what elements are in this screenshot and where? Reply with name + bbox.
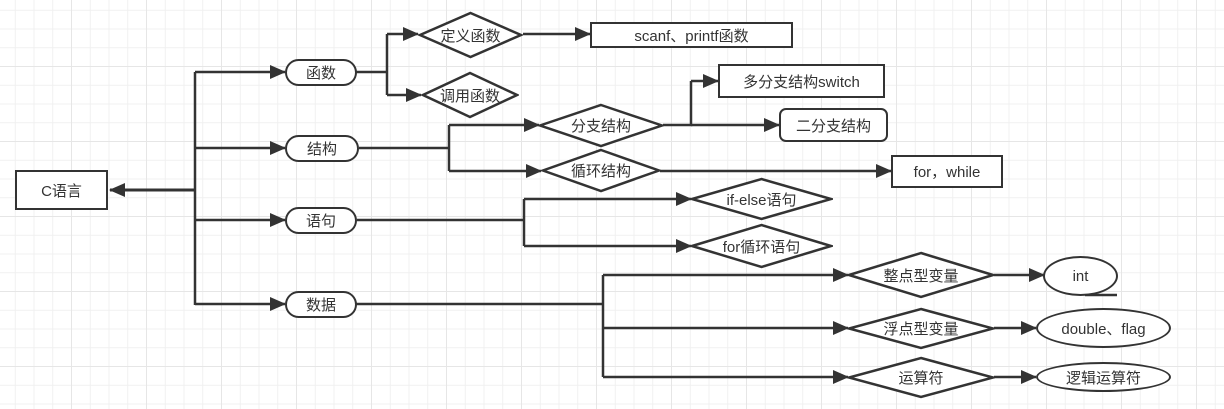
decision-node-integer-variable[interactable]: 整点型变量 (847, 251, 995, 299)
decision-node-float-variable[interactable]: 浮点型变量 (847, 307, 995, 350)
edge-shuju-split (356, 275, 605, 377)
diamond-label: 调用函数 (439, 87, 500, 105)
edge-yuju-split (357, 199, 526, 246)
leaf-label: 二分支结构 (795, 117, 871, 135)
diamond-shape (538, 103, 664, 148)
decision-node-call-function[interactable]: 调用函数 (421, 71, 519, 119)
root-label: C语言 (41, 182, 82, 200)
leaf-node-switch[interactable]: 多分支结构switch (718, 64, 885, 98)
leaf-node-for-while[interactable]: for，while (891, 155, 1003, 188)
decision-node-for-loop[interactable]: for循环语句 (690, 223, 833, 269)
leaf-node-scanf-printf[interactable]: scanf、printf函数 (590, 22, 793, 48)
leaf-node-two-branch[interactable]: 二分支结构 (779, 108, 888, 142)
leaf-label: for，while (913, 164, 981, 181)
leaf-label: int (1072, 267, 1089, 285)
edge-hanshu-split (356, 34, 389, 95)
decision-node-if-else[interactable]: if-else语句 (690, 177, 833, 221)
edge-fenzhi-split (663, 81, 693, 127)
leaf-node-double-flag[interactable]: double、flag (1036, 308, 1171, 348)
leaf-label: scanf、printf函数 (634, 27, 749, 45)
leaf-label: 多分支结构switch (743, 73, 860, 91)
diamond-label: 浮点型变量 (883, 321, 959, 338)
diamond-label: 运算符 (898, 370, 944, 387)
branch-label: 数据 (305, 297, 336, 314)
diamond-label: for循环语句 (722, 238, 801, 256)
leaf-node-logical-operators[interactable]: 逻辑运算符 (1036, 362, 1171, 392)
decision-node-operators[interactable]: 运算符 (847, 356, 995, 399)
diamond-shape (847, 251, 995, 299)
root-node-c-language[interactable]: C语言 (15, 170, 108, 210)
branch-node-statements[interactable]: 语句 (285, 207, 357, 234)
diamond-shape (421, 71, 519, 119)
branch-node-structures[interactable]: 结构 (285, 135, 359, 162)
branch-label: 结构 (306, 141, 337, 158)
branch-node-data[interactable]: 数据 (285, 291, 357, 318)
diamond-shape (541, 148, 661, 193)
decision-node-define-function[interactable]: 定义函数 (418, 11, 523, 59)
diamond-shape (690, 223, 833, 269)
diamond-label: 分支结构 (570, 118, 631, 135)
leaf-label: 逻辑运算符 (1065, 369, 1141, 387)
diamond-label: 整点型变量 (883, 267, 959, 285)
diamond-shape (847, 356, 995, 399)
decision-node-branch-structure[interactable]: 分支结构 (538, 103, 664, 148)
branch-node-functions[interactable]: 函数 (285, 59, 357, 86)
decision-node-loop-structure[interactable]: 循环结构 (541, 148, 661, 193)
branch-label: 函数 (305, 65, 336, 82)
leaf-label: double、flag (1061, 320, 1146, 338)
diamond-label: if-else语句 (726, 191, 797, 209)
diamond-label: 循环结构 (570, 163, 631, 180)
diamond-label: 定义函数 (440, 27, 501, 45)
diamond-shape (690, 177, 833, 221)
edge-jiegou-split (359, 125, 451, 171)
leaf-node-int[interactable]: int (1043, 256, 1118, 296)
branch-label: 语句 (305, 213, 336, 230)
diamond-shape (847, 307, 995, 350)
diamond-shape (418, 11, 523, 59)
